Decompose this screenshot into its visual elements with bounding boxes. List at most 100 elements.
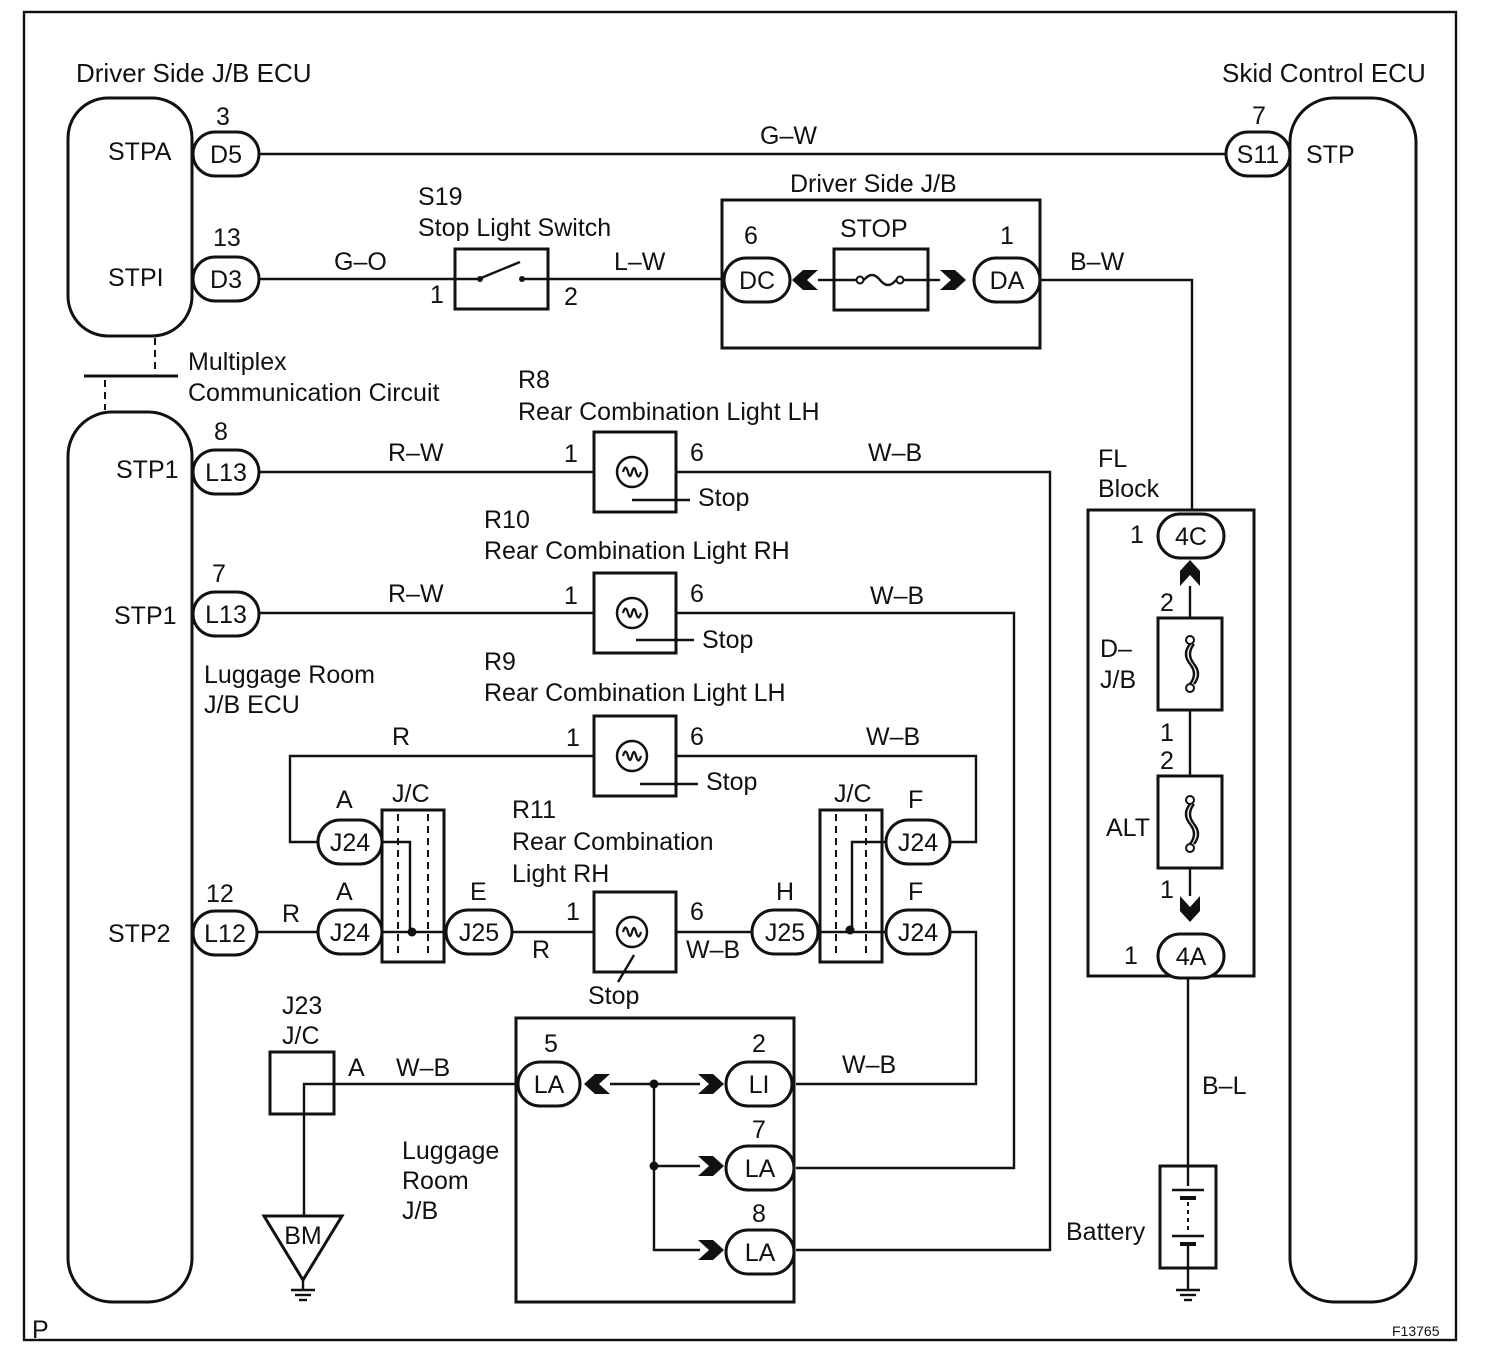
connector-label: 4C [1175, 523, 1207, 551]
pin-number: 6 [690, 898, 704, 926]
connector-s11 [1224, 130, 1292, 178]
wire-color: R–W [388, 580, 444, 608]
connector-label: DA [990, 267, 1025, 295]
pin-letter: A [336, 878, 353, 906]
wire-r10-out [676, 611, 1016, 1170]
wire-ground [302, 1082, 334, 1216]
luggage-jb-ecu-title: Luggage Room [204, 661, 375, 689]
ground-icon [261, 1214, 345, 1302]
wire-color: W–B [866, 723, 920, 751]
connector-j24 [884, 818, 952, 866]
bulb-label: Stop [706, 768, 757, 796]
wire-color: W–B [870, 582, 924, 610]
skid-control-ecu-title: Skid Control ECU [1222, 58, 1426, 88]
pin-number: 1 [1160, 876, 1174, 904]
wire-r9-out [676, 754, 978, 844]
diagram-frame [22, 10, 1458, 1342]
pin-number: 7 [212, 560, 226, 588]
pin-number: 13 [213, 224, 241, 252]
pin-letter: A [336, 786, 353, 814]
pin-number: 2 [1160, 589, 1174, 617]
wire-color: W–B [868, 439, 922, 467]
pin-number: 1 [430, 281, 444, 309]
component-name: Stop Light Switch [418, 214, 611, 242]
terminal-label: STP [1306, 141, 1355, 169]
skid-control-ecu-body [1288, 96, 1418, 1304]
connector-4a [1156, 932, 1226, 980]
fuse-icon [834, 273, 928, 287]
component-id: R11 [512, 796, 556, 824]
junction-connector-left [380, 808, 446, 964]
bulb-label: Stop [588, 982, 639, 1010]
fl-block-title: FL [1098, 445, 1127, 473]
connector-label: J25 [765, 919, 805, 947]
wire-color: L–W [614, 248, 666, 276]
fl-block [1086, 508, 1256, 978]
component-id: S19 [418, 183, 462, 211]
driver-jb-ecu-body [66, 96, 194, 338]
terminal-label: STPA [108, 138, 172, 166]
connector-4c [1156, 512, 1226, 560]
connector-label: J24 [898, 829, 938, 857]
luggage-jb-title: Luggage [402, 1137, 499, 1165]
driver-jb-ecu-title: Driver Side J/B ECU [76, 58, 312, 88]
pin-number: 7 [1252, 102, 1266, 130]
fl-block-title: Block [1098, 475, 1160, 503]
pin-number: 7 [752, 1116, 766, 1144]
jc-label: J/C [834, 780, 872, 808]
terminal-label: STP2 [108, 920, 171, 948]
ground-icon [1176, 1268, 1200, 1302]
lamp-r8 [592, 430, 678, 514]
pin-letter: E [470, 878, 487, 906]
wire-color: R [392, 723, 410, 751]
wire-color: R [282, 900, 300, 928]
connector-label: J24 [330, 829, 370, 857]
connector-label: LI [749, 1071, 770, 1099]
wire-r9-in [288, 754, 594, 844]
component-name: Rear Combination Light LH [518, 398, 820, 426]
fusible-link-label: ALT [1106, 814, 1150, 842]
pin-number: 2 [1160, 747, 1174, 775]
wire-color: W–B [396, 1054, 450, 1082]
connector-label: J25 [459, 919, 499, 947]
bulb-label: Stop [698, 484, 749, 512]
multiplex-label: Communication Circuit [188, 379, 440, 407]
pin-number: 8 [752, 1200, 766, 1228]
ground-label: BM [284, 1222, 322, 1250]
wire-color: B–W [1070, 248, 1125, 276]
pin-number: 1 [566, 724, 580, 752]
pin-number: 5 [544, 1030, 558, 1058]
multiplex-label: Multiplex [188, 348, 287, 376]
fusible-link-label: D– [1100, 635, 1132, 663]
jc-label: J/C [392, 780, 430, 808]
connector-label: L13 [205, 459, 247, 487]
battery-label: Battery [1066, 1218, 1146, 1246]
pin-letter: A [348, 1054, 365, 1082]
connector-la [516, 1060, 582, 1108]
connector-label: S11 [1237, 141, 1280, 169]
pin-number: 12 [206, 880, 234, 908]
luggage-jb-ecu-body [66, 410, 194, 1304]
connector-label: L12 [204, 920, 246, 948]
connector-label: LA [745, 1155, 776, 1183]
connector-la [724, 1144, 796, 1192]
pin-number: 2 [564, 283, 578, 311]
pin-letter: H [776, 878, 794, 906]
component-id: J23 [282, 992, 322, 1020]
connector-label: J24 [330, 919, 370, 947]
connector-label: D3 [210, 266, 242, 294]
component-id: R9 [484, 648, 516, 676]
connector-dc [722, 256, 792, 304]
wire-color: W–B [686, 936, 740, 964]
luggage-jb-title: Room [402, 1167, 469, 1195]
connector-label: LA [745, 1239, 776, 1267]
fusible-link-label: J/B [1100, 666, 1136, 694]
wire-bw [1040, 278, 1194, 512]
component-name: Rear Combination Light RH [484, 537, 790, 565]
terminal-label: STP1 [116, 456, 179, 484]
pin-number: 1 [1160, 719, 1174, 747]
switch-icon [455, 260, 548, 282]
pin-number: 6 [744, 222, 758, 250]
luggage-jb-ecu-title: J/B ECU [204, 691, 300, 719]
